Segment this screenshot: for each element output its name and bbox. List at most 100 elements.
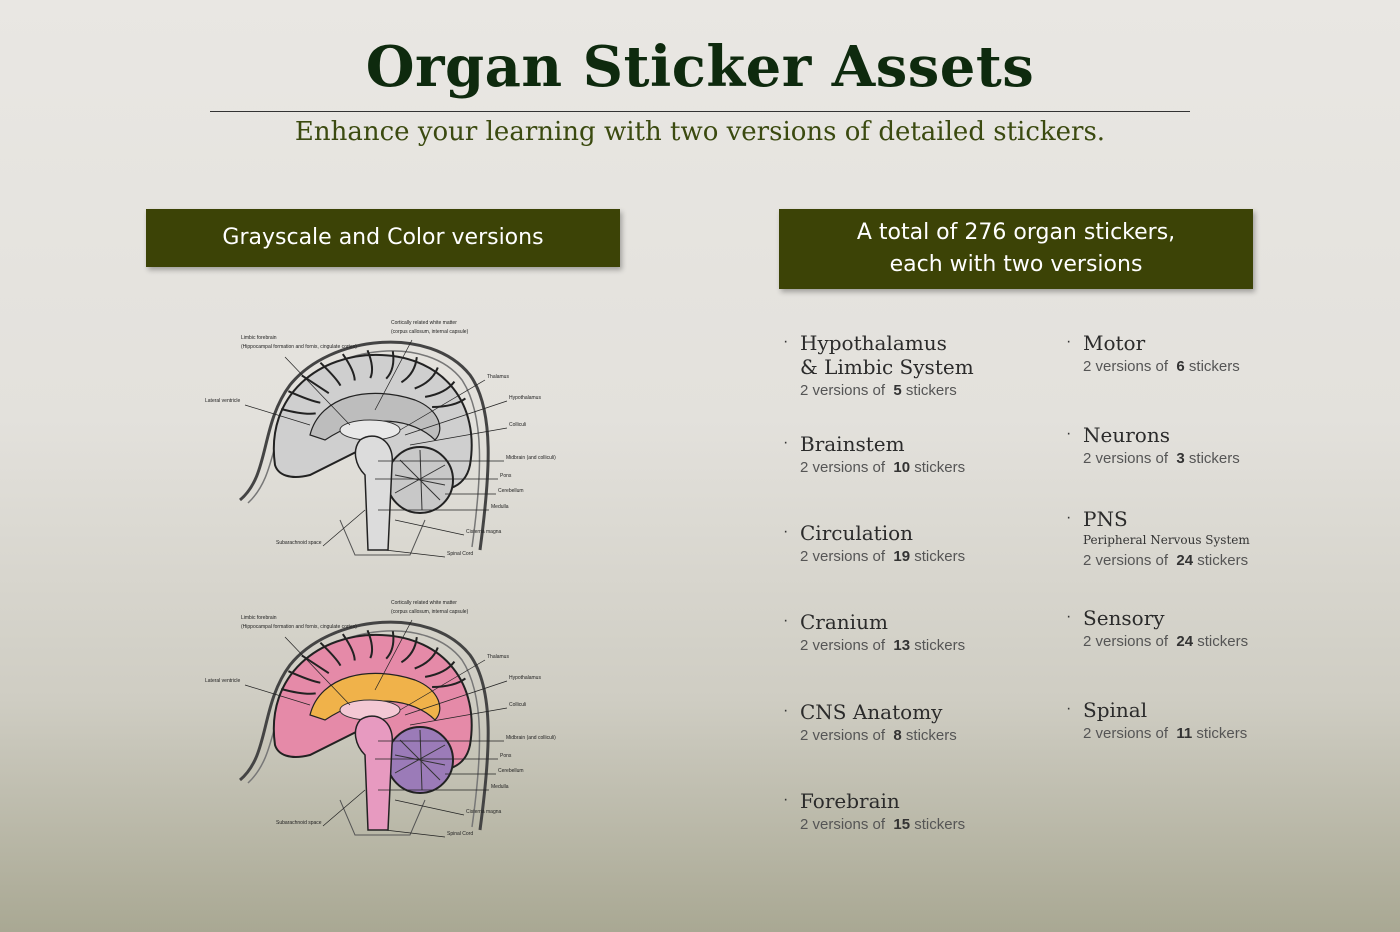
brain-label: Spinal Cord bbox=[447, 831, 474, 837]
color-brain-illustration: Cortically related white matter (corpus c… bbox=[200, 595, 570, 845]
brain-label: (corpus callosum, internal capsule) bbox=[391, 609, 469, 615]
category-item-sensory: · Sensory 2 versions of 24 stickers bbox=[1066, 606, 1249, 654]
leader-line bbox=[394, 799, 465, 816]
brain-label: Limbic forebrain bbox=[241, 335, 277, 341]
category-item-motor: · Motor 2 versions of 6 stickers bbox=[1066, 331, 1240, 379]
leader-line bbox=[284, 636, 351, 706]
grayscale-brain-drawing bbox=[239, 339, 508, 558]
category-name: Hypothalamus bbox=[800, 331, 947, 355]
brain-label: Spinal Cord bbox=[447, 551, 474, 557]
bullet-icon: · bbox=[1066, 509, 1072, 526]
page-subtitle: Enhance your learning with two versions … bbox=[294, 117, 1106, 147]
leader-line bbox=[384, 549, 446, 558]
category-count: 2 versions of 5 stickers bbox=[800, 382, 957, 399]
leader-line bbox=[409, 427, 508, 446]
bullet-icon: · bbox=[1066, 425, 1072, 442]
category-item-forebrain: · Forebrain 2 versions of 15 stickers bbox=[783, 789, 966, 837]
leader-line bbox=[374, 339, 413, 411]
bullet-icon: · bbox=[783, 791, 789, 808]
bullet-icon: · bbox=[783, 434, 789, 451]
brain-label: Cerebellum bbox=[498, 768, 524, 774]
bullet-icon: · bbox=[783, 333, 789, 350]
brain-label: Subarachnoid space bbox=[276, 540, 322, 546]
brain-label: Limbic forebrain bbox=[241, 615, 277, 621]
category-name: Forebrain bbox=[800, 789, 900, 813]
brain-label: (corpus callosum, internal capsule) bbox=[391, 329, 469, 335]
category-count: 2 versions of 15 stickers bbox=[800, 816, 966, 833]
total-banner-line1: A total of 276 organ stickers, bbox=[856, 220, 1176, 245]
brain-label: Subarachnoid space bbox=[276, 820, 322, 826]
grayscale-brain-illustration: Cortically related white matter (corpus c… bbox=[200, 315, 570, 565]
bullet-icon: · bbox=[1066, 608, 1072, 625]
bullet-icon: · bbox=[1066, 333, 1072, 350]
leader-line bbox=[374, 619, 413, 691]
category-count: 2 versions of 10 stickers bbox=[800, 459, 966, 476]
category-name: Circulation bbox=[800, 521, 914, 545]
brain-label: Cortically related white matter bbox=[391, 320, 457, 326]
brain-label: Cisterna magna bbox=[466, 529, 502, 535]
page-title: Organ Sticker Assets bbox=[365, 34, 1035, 100]
sticker-count: 3 bbox=[1176, 450, 1185, 467]
category-name: Sensory bbox=[1083, 606, 1165, 630]
category-count: 2 versions of 24 stickers bbox=[1083, 552, 1249, 569]
category-count: 2 versions of 24 stickers bbox=[1083, 633, 1249, 650]
leader-line bbox=[399, 659, 486, 711]
brain-label: Midbrain (and colliculi) bbox=[506, 735, 556, 741]
category-description: Peripheral Nervous System bbox=[1083, 533, 1250, 547]
sticker-count: 5 bbox=[893, 382, 902, 399]
versions-banner: Grayscale and Color versions bbox=[146, 209, 620, 267]
sticker-count: 15 bbox=[893, 816, 911, 833]
category-item-pns: · PNS Peripheral Nervous System 2 versions … bbox=[1066, 507, 1250, 573]
category-name: CNS Anatomy bbox=[800, 700, 943, 724]
bullet-icon: · bbox=[1066, 700, 1072, 717]
category-count: 2 versions of 3 stickers bbox=[1083, 450, 1240, 467]
brain-label: Medulla bbox=[491, 784, 509, 790]
category-name: PNS bbox=[1083, 507, 1128, 531]
versions-banner-text: Grayscale and Color versions bbox=[222, 225, 544, 250]
category-count: 2 versions of 8 stickers bbox=[800, 727, 957, 744]
brain-label: Colliculi bbox=[509, 422, 527, 428]
brain-label: Pons bbox=[500, 753, 512, 759]
category-name: Brainstem bbox=[800, 432, 905, 456]
brain-label: Midbrain (and colliculi) bbox=[506, 455, 556, 461]
sticker-count: 24 bbox=[1176, 633, 1194, 650]
brain-label: Hypothalamus bbox=[509, 395, 541, 401]
brain-label: (Hippocampal formation and fornix, cingu… bbox=[241, 624, 357, 630]
leader-line bbox=[404, 400, 508, 436]
category-name: Neurons bbox=[1083, 423, 1170, 447]
brain-label: Colliculi bbox=[509, 702, 527, 708]
leader-line bbox=[404, 680, 508, 716]
sticker-count: 19 bbox=[893, 548, 911, 565]
leader-line bbox=[399, 379, 486, 431]
sticker-count: 10 bbox=[893, 459, 911, 476]
leader-line bbox=[384, 829, 446, 838]
leader-line bbox=[284, 356, 351, 426]
category-name: Motor bbox=[1083, 331, 1146, 355]
category-item-brainstem: · Brainstem 2 versions of 10 stickers bbox=[783, 432, 966, 480]
category-count: 2 versions of 6 stickers bbox=[1083, 358, 1240, 375]
bullet-icon: · bbox=[783, 612, 789, 629]
brain-label: (Hippocampal formation and fornix, cingu… bbox=[241, 344, 357, 350]
category-count: 2 versions of 13 stickers bbox=[800, 637, 966, 654]
leader-line bbox=[244, 404, 311, 426]
brain-label: Thalamus bbox=[487, 374, 509, 380]
brain-label: Cortically related white matter bbox=[391, 600, 457, 606]
sticker-count: 11 bbox=[1176, 725, 1193, 742]
sticker-count: 8 bbox=[893, 727, 902, 744]
brain-label: Cisterna magna bbox=[466, 809, 502, 815]
brain-label: Cerebellum bbox=[498, 488, 524, 494]
bullet-icon: · bbox=[783, 523, 789, 540]
sticker-count: 24 bbox=[1176, 552, 1194, 569]
category-count: 2 versions of 11 stickers bbox=[1083, 725, 1248, 742]
brain-label: Lateral ventricle bbox=[205, 678, 241, 684]
category-name-line2: & Limbic System bbox=[800, 355, 974, 379]
total-banner-line2: each with two versions bbox=[889, 252, 1143, 277]
category-item-hypothalamus: · Hypothalamus& Limbic System 2 versions o… bbox=[783, 331, 974, 403]
brain-label: Thalamus bbox=[487, 654, 509, 660]
leader-line bbox=[409, 707, 508, 726]
brain-label: Pons bbox=[500, 473, 512, 479]
